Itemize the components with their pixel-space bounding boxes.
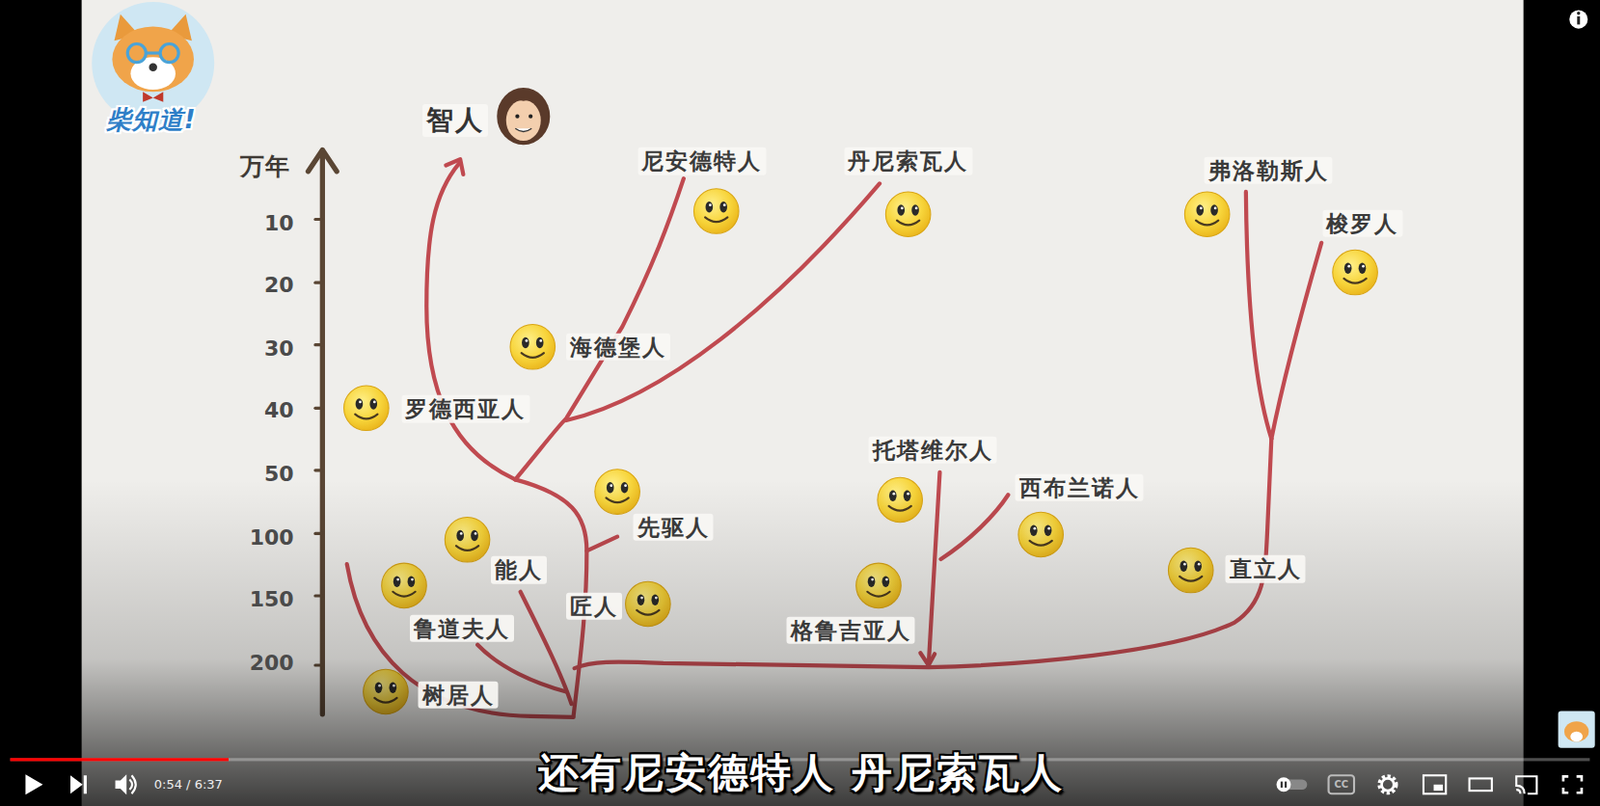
subtitle: 还有尼安德特人 丹尼索瓦人 [538, 750, 1064, 797]
axis-tick-label: 40 [264, 399, 295, 424]
species-name: 鲁道夫人 [409, 614, 515, 642]
species-name: 罗德西亚人 [401, 395, 530, 423]
species-name: 树居人 [418, 680, 499, 708]
axis-tick-label: 10 [264, 211, 295, 236]
channel-name: 柴知道! [106, 106, 197, 136]
species-name: 梭罗人 [1322, 209, 1403, 237]
species-name: 智人 [422, 104, 489, 137]
species-name: 直立人 [1225, 555, 1306, 583]
species-name: 丹尼索瓦人 [843, 147, 973, 175]
species-name: 尼安德特人 [637, 147, 766, 175]
species-name: 托塔维尔人 [868, 435, 998, 463]
time-display: 0:54 / 6:37 [154, 777, 223, 792]
axis-tick-label: 50 [264, 461, 295, 487]
info-icon [1569, 10, 1588, 29]
caption-button-text: CC [1333, 779, 1349, 791]
species-name: 先驱人 [633, 514, 714, 542]
sapiens-face [496, 87, 550, 145]
axis-tick-label: 20 [264, 273, 295, 299]
species-name: 西布兰诺人 [1015, 473, 1144, 501]
species-name: 格鲁吉亚人 [786, 617, 916, 645]
player-shade [0, 479, 1600, 806]
species-name: 弗洛勒斯人 [1204, 156, 1333, 184]
species-name: 海德堡人 [566, 332, 671, 360]
axis-tick-label: 30 [264, 336, 295, 361]
axis-tick-label: 100 [249, 525, 295, 550]
axis-tick-label: 150 [249, 587, 295, 612]
axis-unit: 万年 [240, 152, 291, 181]
axis-tick-label: 200 [249, 650, 295, 676]
species-name: 匠人 [566, 592, 623, 620]
species-name: 能人 [490, 556, 547, 584]
channel-avatar [1558, 711, 1596, 749]
